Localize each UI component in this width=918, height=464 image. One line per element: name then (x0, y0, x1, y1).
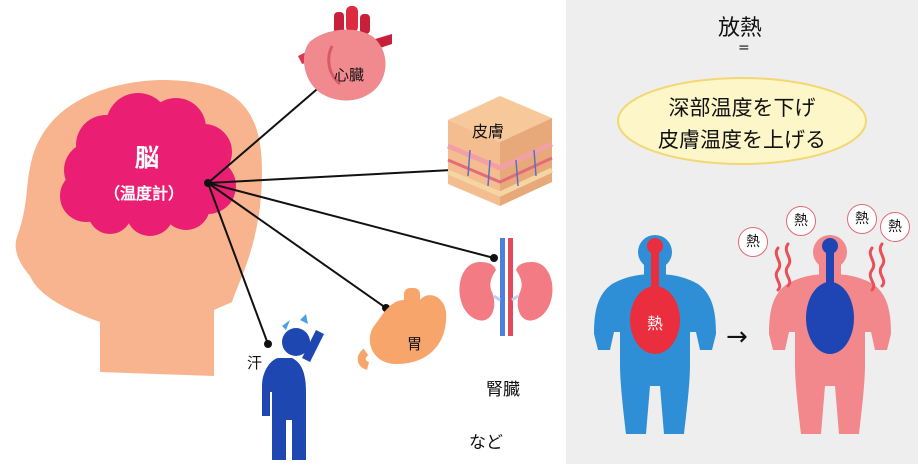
core-heat-area (630, 286, 680, 354)
core-heat-vessel (651, 248, 659, 308)
heart-icon (298, 6, 392, 101)
brain-subtitle: （温度計） (104, 184, 185, 203)
bubble-line-2: 皮膚温度を上げる (658, 128, 826, 152)
core-heat-label: 熱 (647, 314, 664, 333)
message-bubble (617, 77, 867, 165)
heat-badge-4: 熱 (880, 212, 910, 242)
heat-release-title: 放熱 (718, 16, 763, 41)
heat-badge-3: 熱 (847, 204, 877, 234)
etc-label: など (469, 433, 503, 453)
equals-sign: = (738, 40, 750, 56)
cooled-core-head (822, 238, 838, 254)
line-skin (207, 169, 453, 184)
brain-title: 脳 (135, 144, 159, 172)
kidney-icon (459, 238, 553, 336)
line-kidney (207, 182, 495, 259)
connector-lines (207, 77, 495, 345)
heart-label: 心臓 (334, 66, 365, 84)
stomach-label: 胃 (407, 335, 423, 353)
heat-badge-1: 熱 (738, 227, 768, 257)
sweat-label: 汗 (247, 354, 263, 372)
line-stomach (207, 182, 387, 309)
core-heat-core (647, 238, 663, 254)
skin-label: 皮膚 (472, 122, 505, 141)
stomach-icon (357, 288, 447, 370)
heat-waves-icon (774, 242, 886, 292)
arrow-right-icon: → (726, 322, 748, 352)
bubble-line-1: 深部温度を下げ (668, 96, 816, 120)
kidney-label: 腎臓 (486, 380, 520, 400)
line-heart (207, 77, 331, 184)
heat-badge-2: 熱 (786, 206, 816, 236)
skin-icon (447, 96, 554, 206)
line-sweat (207, 182, 269, 345)
sweating-man-icon (262, 314, 324, 460)
cooled-core-area (806, 282, 854, 354)
cooled-core-vessel (826, 246, 834, 306)
